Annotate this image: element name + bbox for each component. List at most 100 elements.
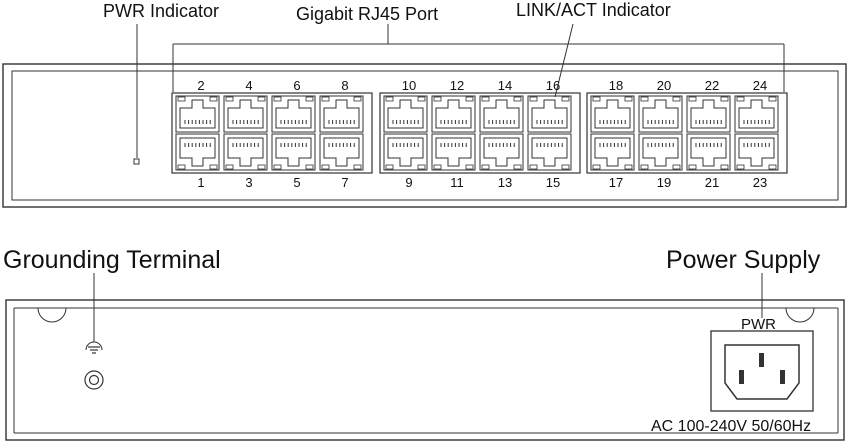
rj45-port-4[interactable]: [223, 95, 268, 133]
link-act-led: [736, 164, 745, 170]
ac-rating-label: AC 100-240V 50/60Hz: [651, 418, 812, 435]
link-act-led: [768, 164, 777, 170]
link-act-led: [672, 96, 681, 102]
link-act-led: [624, 164, 633, 170]
rj45-port-7[interactable]: [319, 133, 364, 171]
link-act-led: [209, 96, 218, 102]
iec-pin-right: [780, 370, 785, 384]
link-act-led: [273, 96, 282, 102]
link-act-led: [481, 164, 490, 170]
link-act-led: [561, 164, 570, 170]
rj45-port-18[interactable]: [590, 95, 635, 133]
port-number-label: 18: [608, 78, 624, 93]
link-act-led: [592, 164, 601, 170]
link-act-led: [321, 96, 330, 102]
link-act-led: [640, 164, 649, 170]
port-number-label: 13: [497, 175, 513, 190]
link-act-led: [225, 164, 234, 170]
link-act-led: [561, 96, 570, 102]
pwr-indicator-label: PWR Indicator: [103, 1, 220, 21]
link-act-led: [433, 164, 442, 170]
link-act-led: [640, 96, 649, 102]
rj45-port-11[interactable]: [431, 133, 476, 171]
port-number-label: 24: [752, 78, 768, 93]
rj45-port-20[interactable]: [638, 95, 683, 133]
link-act-led: [465, 96, 474, 102]
iec-pin-left: [739, 370, 744, 384]
front-chassis-outer: [2, 63, 847, 208]
port-number-label: 9: [405, 175, 413, 190]
power-supply-label: Power Supply: [666, 246, 821, 274]
rj45-port-9[interactable]: [383, 133, 428, 171]
link-act-led: [385, 96, 394, 102]
link-act-led: [209, 164, 218, 170]
link-act-led: [481, 96, 490, 102]
rj45-port-6[interactable]: [271, 95, 316, 133]
port-number-label: 15: [545, 175, 561, 190]
rj45-port-21[interactable]: [686, 133, 731, 171]
iec-inlet: [724, 344, 800, 400]
link-act-led: [592, 96, 601, 102]
rear-chassis-outer: [5, 299, 845, 441]
link-act-led: [513, 96, 522, 102]
port-number-label: 4: [245, 78, 253, 93]
front-panel: [2, 23, 847, 208]
link-act-led: [672, 164, 681, 170]
rj45-port-2[interactable]: [175, 95, 220, 133]
rj45-port-23[interactable]: [734, 133, 779, 171]
rear-notch-left: [37, 307, 67, 323]
link-act-led: [720, 164, 729, 170]
port-number-label: 12: [449, 78, 465, 93]
port-number-label: 17: [608, 175, 624, 190]
port-number-label: 6: [293, 78, 301, 93]
rj45-port-19[interactable]: [638, 133, 683, 171]
port-number-label: 1: [197, 175, 205, 190]
rear-notch-right: [785, 307, 815, 323]
link-act-led: [433, 96, 442, 102]
link-act-led: [417, 164, 426, 170]
link-act-led: [529, 164, 538, 170]
grounding-screw-inner: [88, 374, 100, 386]
pwr-led: [133, 158, 140, 165]
port-number-label: 14: [497, 78, 513, 93]
grounding-terminal-label: Grounding Terminal: [3, 246, 221, 274]
port-group-frame: [379, 92, 581, 174]
link-act-led: [688, 164, 697, 170]
port-number-label: 20: [656, 78, 672, 93]
link-act-led: [736, 96, 745, 102]
port-number-label: 5: [293, 175, 301, 190]
port-number-label: 3: [245, 175, 253, 190]
port-number-label: 8: [341, 78, 349, 93]
ground-icon: [85, 341, 103, 354]
port-number-label: 2: [197, 78, 205, 93]
link-act-led: [321, 164, 330, 170]
link-act-led: [353, 96, 362, 102]
rj45-port-8[interactable]: [319, 95, 364, 133]
rj45-port-14[interactable]: [479, 95, 524, 133]
rj45-port-24[interactable]: [734, 95, 779, 133]
rj45-port-12[interactable]: [431, 95, 476, 133]
port-number-label: 11: [450, 175, 464, 190]
link-act-led: [465, 164, 474, 170]
rj45-port-1[interactable]: [175, 133, 220, 171]
rj45-port-15[interactable]: [527, 133, 572, 171]
link-act-led: [177, 96, 186, 102]
rj45-port-13[interactable]: [479, 133, 524, 171]
rj45-port-22[interactable]: [686, 95, 731, 133]
rj45-port-16[interactable]: [527, 95, 572, 133]
iec-pin-top: [759, 353, 764, 367]
link-act-led: [529, 96, 538, 102]
rj45-port-3[interactable]: [223, 133, 268, 171]
front-chassis-inner: [11, 70, 839, 201]
grounding-screw-outer: [84, 370, 104, 390]
port-number-label: 23: [752, 175, 768, 190]
rj45-port-17[interactable]: [590, 133, 635, 171]
port-number-label: 19: [656, 175, 672, 190]
port-number-label: 16: [545, 78, 561, 93]
link-act-led: [305, 164, 314, 170]
rj45-port-5[interactable]: [271, 133, 316, 171]
link-act-led: [624, 96, 633, 102]
rj45-port-10[interactable]: [383, 95, 428, 133]
